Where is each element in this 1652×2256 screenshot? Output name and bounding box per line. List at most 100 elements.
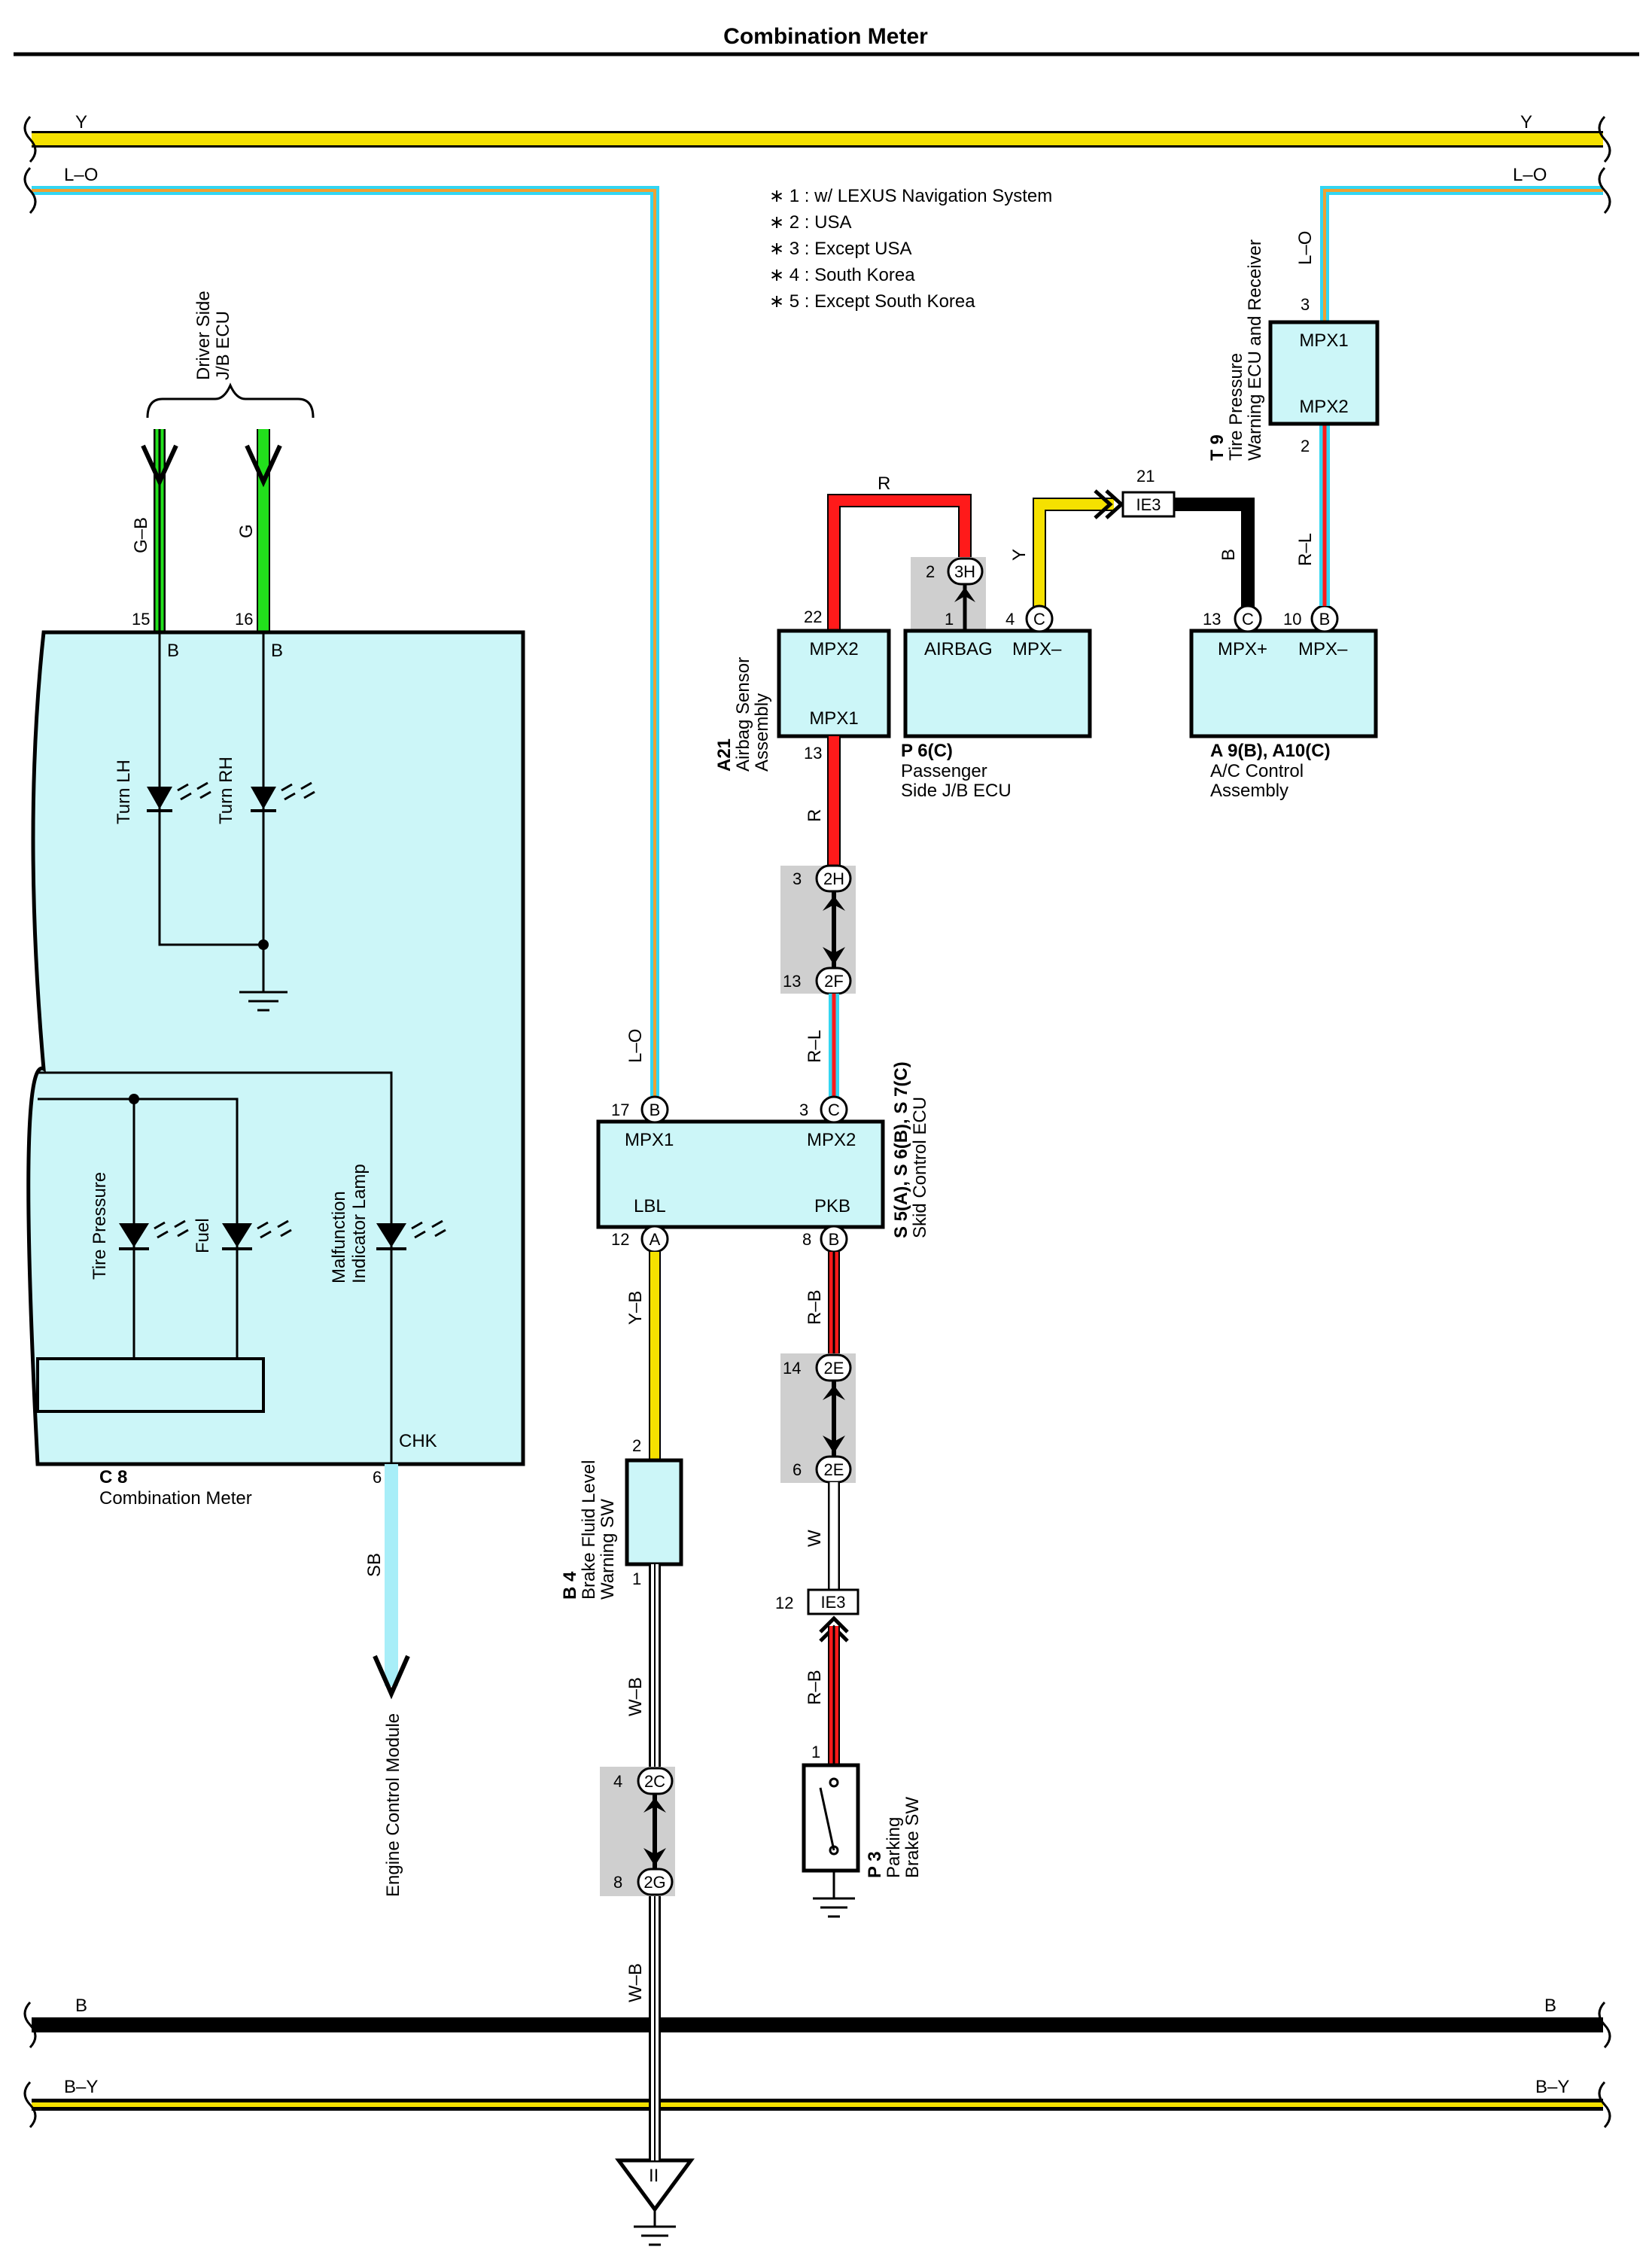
- bus-b-bottom: [23, 2001, 1611, 2049]
- ground-ii-label: II: [649, 2166, 659, 2186]
- wire-label-gb: G–B: [131, 517, 151, 553]
- ecm-label: Engine Control Module: [383, 1713, 403, 1897]
- junction-ie3-top-pin: 21: [1136, 467, 1155, 486]
- skid-lbl: LBL: [634, 1196, 666, 1216]
- p6-pin-c: C: [1033, 610, 1045, 629]
- junction-2g-label: 2G: [643, 1873, 665, 1892]
- junction-2c-pin: 4: [613, 1772, 622, 1791]
- bus-b-label-right: B: [1544, 1996, 1556, 2016]
- b4-pin-2: 2: [632, 1436, 641, 1455]
- c8-mil-2: Indicator Lamp: [349, 1164, 370, 1283]
- a9-pin-10: 10: [1283, 610, 1301, 629]
- a21-pin-22: 22: [804, 607, 822, 626]
- junction-2c-2g: [600, 1767, 675, 1896]
- bus-y-label-left: Y: [75, 112, 87, 132]
- wire-label-sb: SB: [364, 1553, 385, 1577]
- junction-ie3-bottom: [807, 1588, 859, 1643]
- c8-code: C 8: [99, 1467, 127, 1487]
- a9-code: A 9(B), A10(C): [1210, 741, 1331, 761]
- passenger-jb-p6: [903, 604, 1092, 738]
- airbag-sensor-a21: [777, 629, 891, 738]
- wire-label-lo-right: L–O: [1295, 231, 1316, 265]
- b4-line-2: Warning SW: [598, 1499, 618, 1600]
- skid-pin-c: C: [828, 1101, 840, 1119]
- t9-line-2: Warning ECU and Receiver: [1245, 239, 1265, 461]
- junction-3h: [911, 557, 986, 631]
- junction-3h-label: 3H: [954, 562, 975, 581]
- t9-mpx2: MPX2: [1299, 397, 1348, 417]
- c8-name: Combination Meter: [99, 1488, 252, 1509]
- c8-turn-lh: Turn LH: [114, 760, 134, 824]
- a21-code: A21: [714, 738, 735, 772]
- wire-label-rl-mid: R–L: [805, 1030, 825, 1063]
- bus-lo-label-left: L–O: [64, 165, 98, 185]
- p3-line-1: Parking: [884, 1817, 904, 1878]
- junction-2e-bot-pin: 6: [793, 1460, 802, 1479]
- p6-pin-4: 4: [1005, 610, 1015, 629]
- bus-b-label-left: B: [75, 1996, 87, 2016]
- wire-label-y-mid: Y: [1009, 549, 1030, 561]
- wire-sb: [373, 1464, 410, 1700]
- skid-pin-17: 17: [611, 1101, 629, 1119]
- junction-3h-pin-b: 1: [945, 610, 954, 629]
- ac-control-a9: [1189, 604, 1378, 738]
- wire-label-r-top: R: [878, 473, 890, 494]
- t9-mpx1: MPX1: [1299, 330, 1348, 351]
- t9-code: T 9: [1207, 434, 1228, 461]
- p3-pin-1: 1: [811, 1743, 820, 1761]
- driver-jb-label-1: Driver Side: [193, 291, 214, 380]
- c8-pin-15: 15: [132, 610, 150, 629]
- bus-y-label-right: Y: [1520, 112, 1532, 132]
- notes-list: ∗ 1 : w/ LEXUS Navigation System ∗ 2 : U…: [769, 186, 1052, 312]
- wire-label-rl-right: R–L: [1295, 533, 1316, 566]
- a9-mpx-plus: MPX+: [1218, 639, 1267, 659]
- a21-pin-13: 13: [804, 744, 822, 763]
- note-3: ∗ 3 : Except USA: [769, 239, 912, 259]
- skid-mpx1: MPX1: [625, 1130, 674, 1150]
- c8-fuel: Fuel: [193, 1218, 213, 1253]
- p6-line-1: Passenger: [901, 761, 987, 781]
- junction-ie3-bottom-pin: 12: [775, 1594, 793, 1612]
- note-1: ∗ 1 : w/ LEXUS Navigation System: [769, 186, 1052, 206]
- junction-3h-pin-a: 2: [926, 562, 935, 581]
- junction-2c-label: 2C: [644, 1772, 665, 1791]
- combination-meter-c8: [26, 630, 525, 1466]
- wire-label-r-a21: R: [805, 809, 825, 822]
- wire-g: [245, 429, 282, 632]
- a9-pin-c: C: [1242, 610, 1254, 629]
- skid-code: S 5(A), S 6(B), S 7(C): [891, 1061, 911, 1238]
- p6-line-2: Side J/B ECU: [901, 781, 1012, 801]
- p6-airbag: AIRBAG: [924, 639, 993, 659]
- a9-line-2: Assembly: [1210, 781, 1288, 801]
- skid-pin-b1: B: [650, 1101, 661, 1119]
- a9-pin-13: 13: [1203, 610, 1221, 629]
- junction-2f-label: 2F: [824, 972, 844, 991]
- bus-by-label-left: B–Y: [64, 2077, 98, 2097]
- junction-2f-pin: 13: [783, 972, 801, 991]
- junction-ie3-bottom-label: IE3: [820, 1593, 845, 1612]
- p3-line-2: Brake SW: [902, 1797, 923, 1878]
- junction-2h-2f: [780, 864, 856, 995]
- c8-chk: CHK: [399, 1431, 437, 1451]
- note-4: ∗ 4 : South Korea: [769, 265, 915, 285]
- note-2: ∗ 2 : USA: [769, 212, 851, 233]
- skid-control-ecu: [596, 1095, 885, 1253]
- wire-label-rb-2: R–B: [805, 1670, 825, 1705]
- junction-2e: [780, 1353, 856, 1484]
- t9-pin-3: 3: [1301, 295, 1310, 314]
- brake-fluid-switch-b4: [625, 1458, 683, 1566]
- skid-mpx2: MPX2: [807, 1130, 856, 1150]
- page-title: Combination Meter: [723, 24, 928, 49]
- junction-2g-pin: 8: [613, 1873, 622, 1892]
- a21-line-1: Airbag Sensor: [733, 657, 753, 772]
- wire-y-mid: [1033, 489, 1124, 619]
- a9-line-1: A/C Control: [1210, 761, 1304, 781]
- wire-label-wb-1: W–B: [625, 1677, 646, 1716]
- c8-turn-rh: Turn RH: [216, 757, 236, 824]
- c8-pin-16: 16: [235, 610, 253, 629]
- t9-pin-2: 2: [1301, 437, 1310, 455]
- bus-lo-top: [23, 166, 1611, 1114]
- wire-label-w: W: [805, 1530, 825, 1547]
- wire-r-top: [827, 494, 972, 631]
